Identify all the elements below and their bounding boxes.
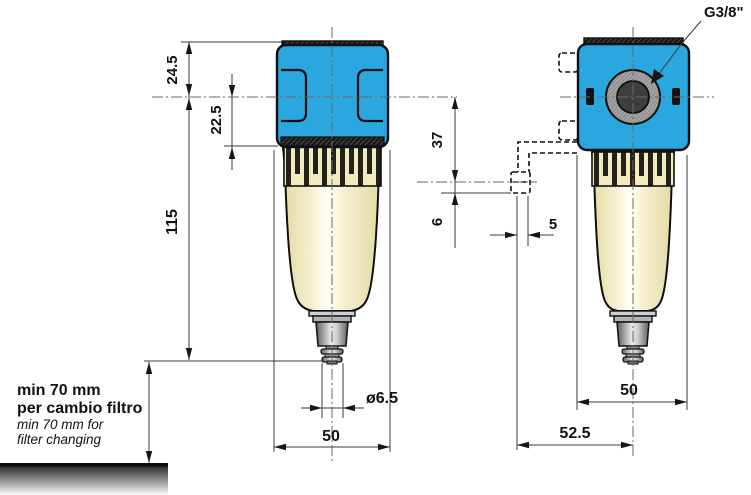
dim-22-5-label: 22.5: [208, 105, 225, 134]
cap-groove-right: [356, 68, 383, 123]
port-thread-callout: G3/8": [651, 4, 744, 84]
dim-37-label: 37: [429, 132, 446, 149]
cap-groove-left: [281, 68, 308, 123]
dim-37: 37: [429, 97, 459, 182]
centerlines: [152, 27, 714, 461]
dim-width-side-label: 50: [322, 428, 340, 445]
clearance-note: min 70 mm per cambio filtro min 70 mm fo…: [17, 382, 143, 447]
dim-5: 5: [490, 216, 557, 239]
dim-22-5: 22.5: [208, 74, 236, 170]
ground-line: [0, 463, 168, 467]
dimensions: 24.5 115 22.5 ø6.5: [144, 4, 744, 463]
port-thread-label: G3/8": [704, 4, 744, 21]
mounting-bracket-phantom: [510, 52, 579, 194]
note-en-line2: filter changing: [17, 432, 102, 447]
dim-6-label: 6: [429, 218, 446, 226]
dim-width-front-label: 50: [620, 382, 638, 399]
ground: [0, 463, 168, 495]
dim-5-label: 5: [549, 216, 557, 233]
dim-width-side: 50: [274, 428, 390, 451]
dim-24-5: 24.5: [164, 42, 193, 360]
dim-115-label: 115: [164, 209, 181, 235]
dim-min-70: [145, 362, 153, 463]
dim-drain-diameter: ø6.5: [301, 390, 398, 412]
dim-6: 6: [429, 182, 459, 248]
filter-side-view: [275, 40, 390, 365]
note-it-line2: per cambio filtro: [17, 400, 143, 417]
dim-52-5-label: 52.5: [559, 425, 590, 442]
dim-width-front: 50: [577, 382, 687, 406]
note-en-line1: min 70 mm for: [17, 417, 104, 432]
filter-front-view: [510, 37, 691, 365]
note-it-line1: min 70 mm: [17, 382, 101, 399]
dim-52-5: 52.5: [517, 425, 633, 449]
dim-115: 115: [164, 98, 193, 360]
dim-drain-diameter-label: ø6.5: [366, 390, 398, 407]
ground-shading: [0, 466, 168, 495]
dim-24-5-label: 24.5: [164, 55, 181, 84]
